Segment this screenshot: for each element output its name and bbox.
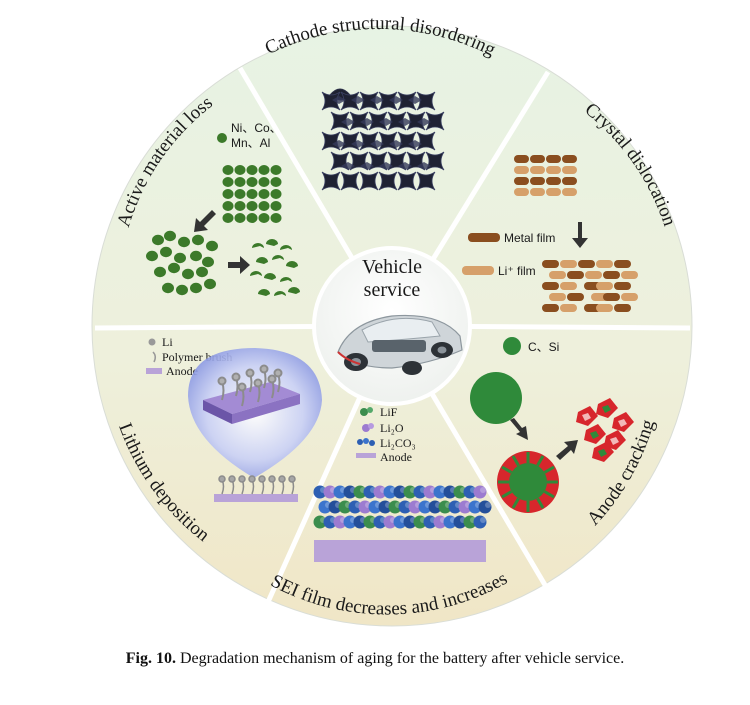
sei-anode-layer [314, 540, 486, 562]
legend-li2co3: Li₂CO₃ [380, 436, 416, 450]
active-arrow-down [194, 210, 216, 232]
cathode-lattice [321, 91, 445, 191]
legend-green-dot [217, 133, 227, 143]
legend-csi: C、Si [528, 340, 559, 354]
legend-sei-anode: Anode [380, 450, 412, 464]
legend-nicoline1: Ni、Co、 [231, 121, 282, 135]
degradation-diagram: Cathode structural disordering Crystal d… [91, 13, 693, 627]
anode-fragments [576, 398, 634, 462]
legend-li-anode: Anode [166, 364, 198, 378]
center-title-line1: Vehicle [362, 256, 422, 278]
legend-metal-swatch [468, 233, 500, 242]
legend-metal-film: Metal film [504, 231, 555, 245]
sei-legend-icons [356, 407, 376, 458]
legend-li-film: Li⁺ film [498, 264, 536, 278]
active-broken-particles [250, 239, 300, 296]
anode-cracked-particle [497, 451, 559, 513]
legend-li: Li [162, 335, 173, 349]
legend-li-swatch [462, 266, 494, 275]
sei-film-particles [313, 485, 492, 529]
active-scattered-particles [146, 230, 218, 296]
anode-arrow-down [510, 418, 528, 440]
crystal-arrow [572, 222, 588, 248]
center-title-line2: service [364, 279, 421, 301]
lithium-anode-strip [214, 494, 298, 502]
anode-pristine-particle [470, 372, 522, 424]
active-arrow-right [228, 256, 250, 274]
legend-lif: LiF [380, 405, 398, 419]
legend-li-dot [148, 338, 156, 346]
caption-text: Degradation mechanism of aging for the b… [179, 650, 625, 667]
legend-nicoline2: Mn、Al [231, 136, 270, 150]
caption-label: Fig. 10. [125, 650, 176, 667]
figure-caption: Fig. 10. Degradation mechanism of aging … [0, 650, 750, 668]
crystal-bottom-stack [542, 260, 638, 312]
active-ordered-particles [222, 165, 282, 223]
legend-li2o: Li₂O [380, 421, 404, 435]
anode-arrow-right [556, 440, 578, 460]
vehicle-chassis-illustration [337, 314, 463, 375]
lithium-3d-platform [203, 364, 300, 424]
legend-green-circle [503, 337, 521, 355]
legend-brush-icon [152, 351, 157, 363]
crystal-top-stack [514, 155, 577, 196]
legend-anode-swatch [146, 368, 162, 374]
